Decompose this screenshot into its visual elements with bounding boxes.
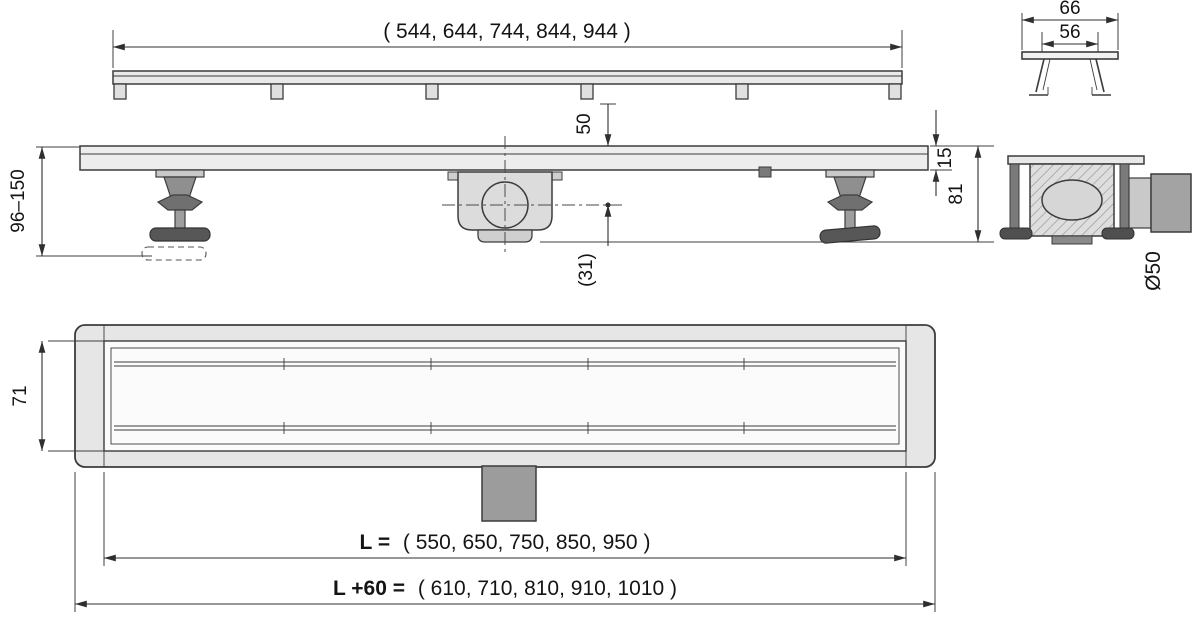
leveling-foot bbox=[149, 227, 211, 242]
top-offset-label: 50 bbox=[574, 113, 595, 134]
length-dimension-label: L = ( 550, 650, 750, 850, 950 ) bbox=[360, 531, 651, 554]
channel-side-body bbox=[79, 145, 929, 178]
dim-channel-length: ( 544, 644, 744, 844, 944 ) bbox=[112, 20, 903, 68]
mounting-clip bbox=[735, 83, 749, 100]
mounting-clip bbox=[113, 83, 127, 100]
top-view: ( 544, 644, 744, 844, 944 ) bbox=[112, 20, 903, 100]
plan-inner-frame bbox=[110, 347, 900, 445]
dim-trap-center-depth: (31) bbox=[576, 205, 612, 287]
outlet-pipe bbox=[1150, 173, 1192, 233]
mounting-clip bbox=[580, 83, 594, 100]
outlet-diameter-label: Ø50 bbox=[1142, 251, 1165, 291]
end-view-left-foot bbox=[999, 227, 1033, 240]
drain-body-side-view: Ø50 bbox=[999, 155, 1192, 291]
plan-inner-opening bbox=[103, 340, 907, 452]
channel-bar bbox=[112, 70, 903, 85]
mounting-clip bbox=[270, 83, 284, 100]
mounting-clips-row bbox=[113, 83, 902, 100]
mounting-clip bbox=[425, 83, 439, 100]
plan-view: 71 L = ( 550, 650, 750, 850, 950 ) L +60… bbox=[10, 324, 936, 612]
dim-adjustable-height: 96–150 bbox=[8, 146, 152, 257]
front-view: 96–150 50 (31) 15 81 bbox=[8, 103, 994, 287]
dim-body-height: 81 bbox=[946, 146, 982, 242]
clip-outer-width-label: 66 bbox=[1059, 0, 1080, 19]
overall-length-label: L +60 = bbox=[333, 577, 405, 600]
dim-clip-outer-width: 66 bbox=[1021, 0, 1119, 50]
drain-trap bbox=[442, 136, 622, 252]
dim-plan-overall-length: L +60 = ( 610, 710, 810, 910, 1010 ) bbox=[74, 472, 936, 612]
mounting-clip bbox=[888, 83, 902, 100]
clip-profile-view: 66 56 bbox=[1021, 0, 1119, 96]
length-label: L = bbox=[360, 531, 391, 554]
clip-mark bbox=[758, 166, 772, 178]
overall-length-dimension-label: L +60 = ( 610, 710, 810, 910, 1010 ) bbox=[333, 577, 677, 600]
dim-plan-length: L = ( 550, 650, 750, 850, 950 ) bbox=[103, 472, 907, 566]
clip-profile-shape bbox=[1021, 51, 1119, 96]
length-series-values: ( 550, 650, 750, 850, 950 ) bbox=[403, 531, 651, 554]
edge-height-label: 15 bbox=[935, 147, 956, 168]
end-view-hub bbox=[1051, 235, 1093, 245]
end-view-right-foot bbox=[1101, 227, 1135, 240]
end-view-siphon-oval bbox=[1041, 179, 1103, 221]
end-view-left-leg bbox=[1009, 163, 1020, 229]
plan-inner-width-label: 71 bbox=[10, 385, 31, 406]
end-view-top-plate bbox=[1007, 155, 1145, 165]
dim-clip-inner-width: 56 bbox=[1041, 22, 1099, 56]
plan-outlet-square bbox=[481, 465, 537, 522]
outlet-collar bbox=[1128, 177, 1152, 229]
adjustable-leg-right bbox=[819, 169, 881, 244]
channel-length-series-label: ( 544, 644, 744, 844, 944 ) bbox=[383, 20, 631, 43]
body-height-label: 81 bbox=[946, 183, 967, 204]
plan-rails bbox=[114, 358, 896, 434]
trap-center-depth-label: (31) bbox=[576, 253, 597, 287]
dim-top-offset: 50 bbox=[574, 103, 616, 146]
leveling-foot bbox=[819, 225, 881, 244]
dim-edge-height: 15 bbox=[930, 110, 994, 196]
end-view-right-leg bbox=[1119, 163, 1130, 229]
clip-inner-width-label: 56 bbox=[1059, 22, 1080, 43]
adjustable-leg-left bbox=[141, 169, 211, 261]
adjustable-height-label: 96–150 bbox=[8, 169, 29, 232]
overall-length-series-values: ( 610, 710, 810, 910, 1010 ) bbox=[418, 577, 677, 600]
leveling-foot-ghost bbox=[141, 246, 207, 261]
dim-plan-inner-width: 71 bbox=[10, 340, 104, 452]
